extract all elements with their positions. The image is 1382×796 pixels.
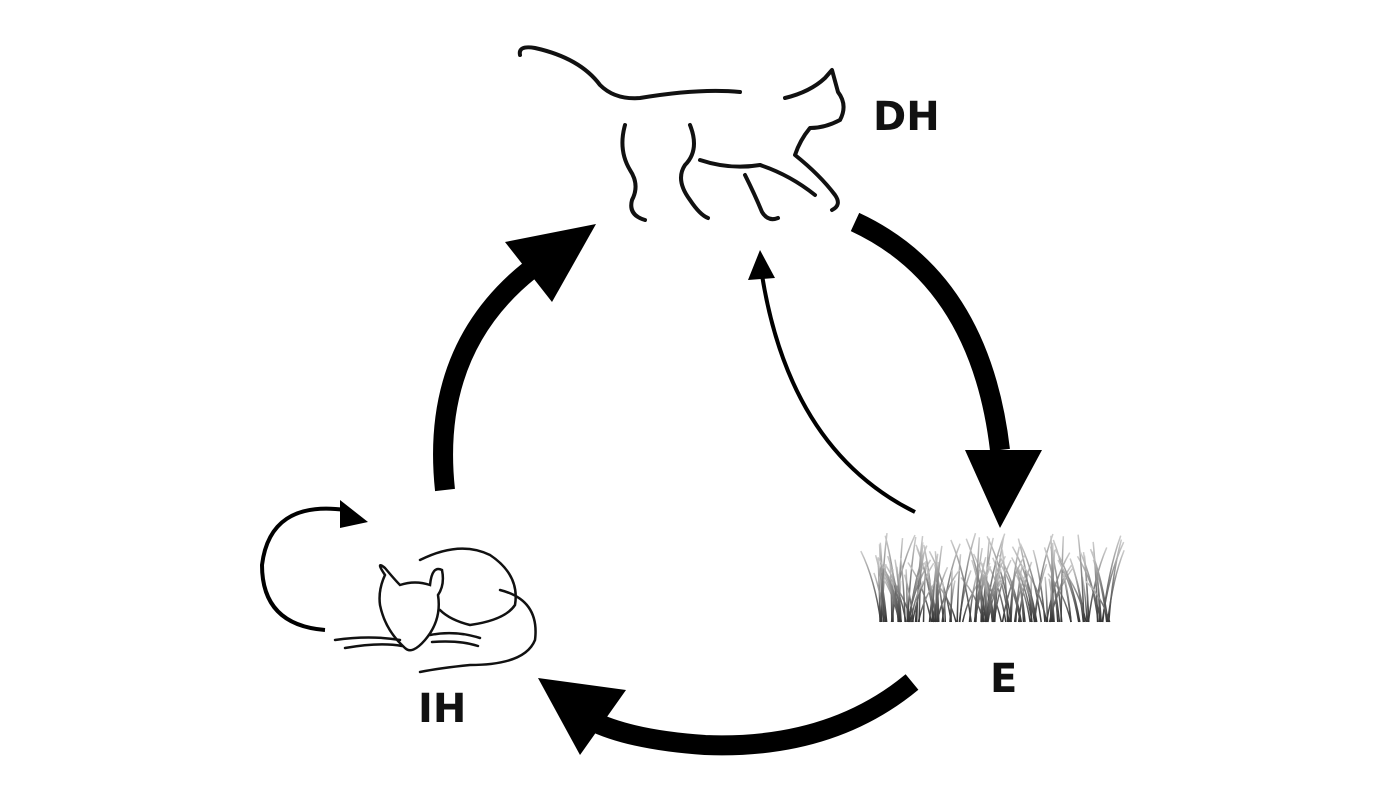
grass-blade [986,569,1002,623]
grass-blade [942,581,947,623]
grass-blade [931,553,939,623]
grass-icon [860,532,1125,623]
grass-blade [1082,551,1090,623]
grass-blade [1079,551,1099,623]
grass-blade [936,569,961,623]
grass-blade [922,560,927,623]
grass-blade [873,572,885,623]
grass-blade [959,532,977,623]
grass-blade [993,559,998,623]
arrow-e-to-dh-thin [748,250,916,514]
grass-blade [907,562,926,623]
grass-blade [1071,564,1086,623]
arrow-ih-to-dh [433,224,596,492]
grass-blade [1008,546,1021,623]
grass-blade [1092,551,1102,623]
grass-blade [950,569,953,623]
grass-blade [1108,539,1123,623]
grass-blade [934,545,943,623]
grass-blade [1101,541,1125,623]
grass-blade [1062,572,1072,623]
grass-blade [974,562,991,623]
grass-blade [985,555,1007,623]
grass-blade [965,538,987,623]
grass-blade [956,554,962,623]
grass-blade [1011,557,1033,623]
grass-blade [1015,564,1024,623]
grass-blade [986,535,1012,623]
node-label-ih: IH [418,686,467,732]
grass-blade [1106,549,1125,623]
grass-blade [1013,575,1026,623]
grass-blade [1001,555,1026,623]
grass-blade [905,569,909,623]
grass-blade [987,565,1007,623]
arrow-e-to-ih [538,674,919,756]
grass-blade [910,581,924,623]
grass-blade [979,560,995,623]
grass-blade [1022,565,1048,623]
grass-blade [1048,578,1055,623]
grass-blade [877,556,903,623]
grass-blade [1001,549,1009,623]
grass-blade [906,536,917,623]
grass-blade [1043,547,1061,623]
node-label-dh: DH [873,94,940,140]
grass-blade [918,542,924,623]
grass-blade [1085,580,1111,623]
grass-blade [1015,574,1031,623]
mouse-icon [333,547,537,674]
cat-icon [517,45,846,222]
grass-blade [950,539,972,623]
grass-blade [1019,543,1042,623]
grass-blade [903,574,914,623]
grass-blade [1057,559,1080,623]
grass-blade [880,532,888,623]
arrow-ih-self-loop [259,500,368,632]
node-label-e: E [990,656,1018,702]
grass-blade [1044,576,1049,623]
grass-blade [1054,548,1081,623]
grass-blade [907,562,933,623]
grass-blade [1081,576,1088,623]
grass-blade [911,562,935,623]
grass-blade [885,565,907,623]
grass-blade [1033,563,1048,623]
grass-blade [1087,547,1108,623]
arrow-dh-to-e [850,212,1042,528]
grass-blade [860,550,882,623]
